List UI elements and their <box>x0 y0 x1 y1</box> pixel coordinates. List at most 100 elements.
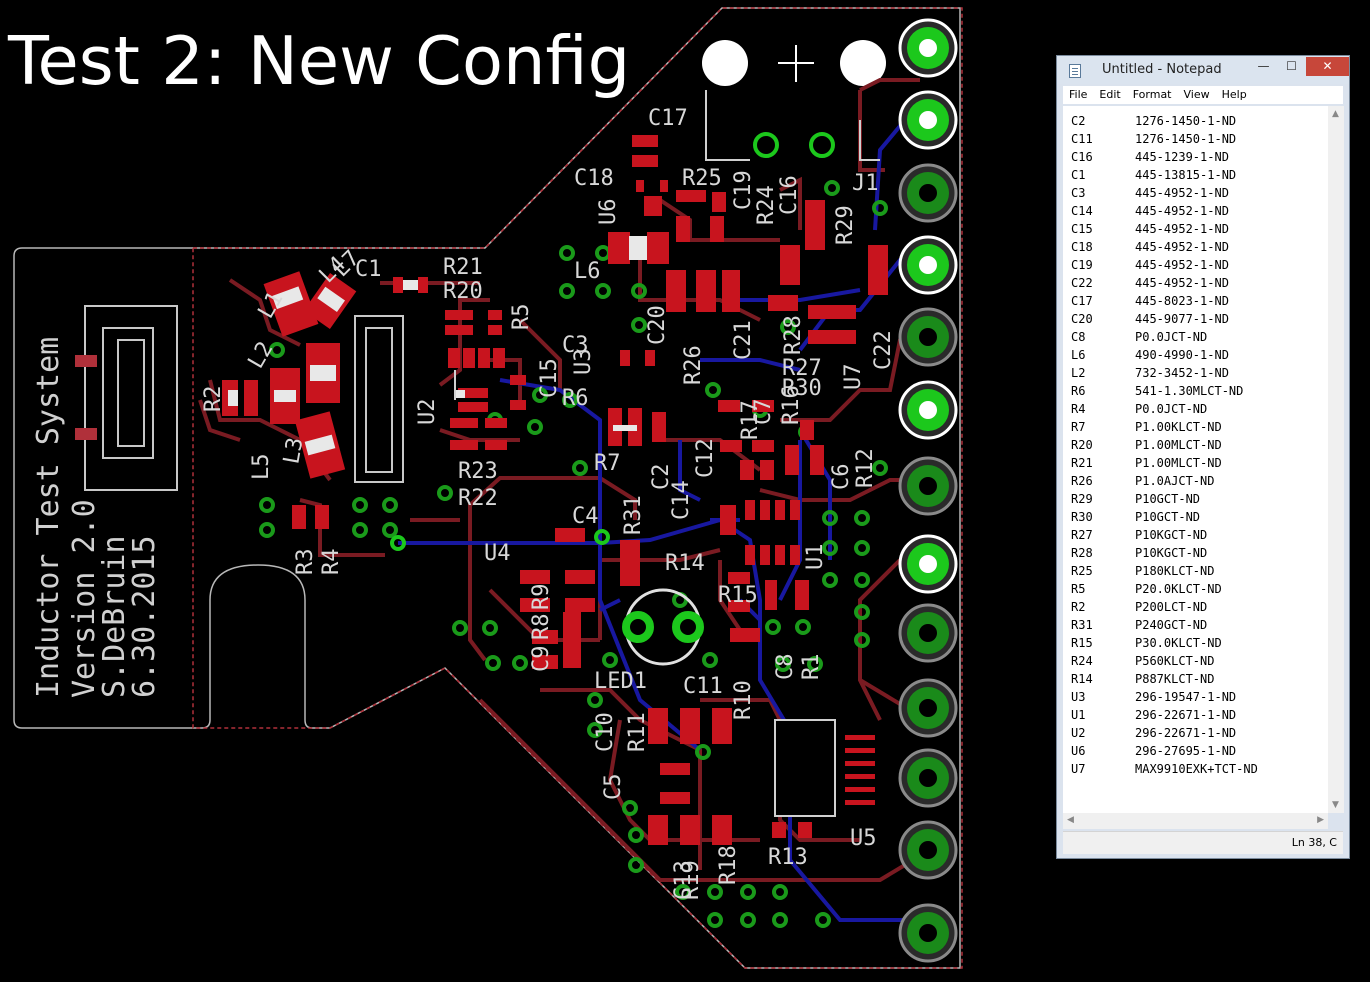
component-label: R25 <box>682 166 722 191</box>
component-label: C4 <box>572 504 599 529</box>
part-number: 445-1239-1-ND <box>1135 150 1229 164</box>
part-reference: R25 <box>1071 564 1093 578</box>
maximize-button[interactable]: ☐ <box>1286 59 1297 73</box>
component-label: C14 <box>669 480 694 520</box>
part-number: 732-3452-1-ND <box>1135 366 1229 380</box>
scroll-down-icon[interactable]: ▼ <box>1332 800 1339 810</box>
part-reference: C18 <box>1071 240 1093 254</box>
notepad-line: R7 P1.00KLCT-ND <box>1071 418 1222 436</box>
part-reference: C3 <box>1071 186 1086 200</box>
menu-file[interactable]: File <box>1069 88 1088 101</box>
component-label: C6 <box>829 464 854 491</box>
part-number: 445-4952-1-ND <box>1135 222 1229 236</box>
silkscreen-line-4: 6.30.2015 <box>127 535 162 698</box>
part-reference: R2 <box>1071 600 1086 614</box>
pcb-layout: Inductor Test System Version 2.0 S.DeBru… <box>7 7 963 969</box>
part-reference: U2 <box>1071 726 1086 740</box>
menu-format[interactable]: Format <box>1132 88 1172 101</box>
part-number: P10KGCT-ND <box>1135 528 1208 542</box>
part-number: 296-22671-1-ND <box>1135 726 1237 740</box>
component-label: R22 <box>458 486 498 511</box>
notepad-line: R2 P200LCT-ND <box>1071 598 1207 616</box>
notepad-titlebar[interactable]: Untitled - Notepad — ☐ ✕ <box>1057 56 1349 84</box>
component-label: U6 <box>596 199 621 226</box>
component-label: C16 <box>777 175 802 215</box>
part-reference: R27 <box>1071 528 1093 542</box>
menu-view[interactable]: View <box>1183 88 1210 101</box>
part-number: MAX9910EXK+TCT-ND <box>1135 762 1258 776</box>
component-label: U5 <box>850 826 877 851</box>
part-reference: C2 <box>1071 114 1086 128</box>
vertical-scrollbar[interactable]: ▲ ▼ <box>1328 106 1344 813</box>
part-reference: R14 <box>1071 672 1093 686</box>
component-label: R11 <box>625 712 650 752</box>
part-reference: R29 <box>1071 492 1093 506</box>
part-reference: C22 <box>1071 276 1093 290</box>
minimize-button[interactable]: — <box>1257 59 1270 73</box>
part-number: P200LCT-ND <box>1135 600 1208 614</box>
led-outline <box>624 588 702 666</box>
silkscreen-line-1: Inductor Test System <box>31 337 66 698</box>
component-label: C20 <box>645 305 670 345</box>
scroll-right-icon[interactable]: ▶ <box>1317 815 1324 825</box>
component-label: L3 <box>279 436 308 466</box>
scroll-left-icon[interactable]: ◀ <box>1067 815 1074 825</box>
component-label: C2 <box>649 464 674 491</box>
component-label: C12 <box>693 438 718 478</box>
part-reference: R24 <box>1071 654 1093 668</box>
component-label: C17 <box>648 106 688 131</box>
part-reference: L6 <box>1071 348 1086 362</box>
component-label: R24 <box>754 185 779 225</box>
smd-pads <box>222 135 888 845</box>
component-label: U3 <box>571 349 596 376</box>
part-reference: C11 <box>1071 132 1093 146</box>
close-button[interactable]: ✕ <box>1306 57 1349 76</box>
part-reference: U3 <box>1071 690 1086 704</box>
silkscreen-line-3: S.DeBruin <box>97 535 132 698</box>
notepad-line: R29 P10GCT-ND <box>1071 490 1200 508</box>
component-label: R12 <box>853 448 878 488</box>
menu-edit[interactable]: Edit <box>1099 88 1121 101</box>
part-number: P1.00KLCT-ND <box>1135 420 1222 434</box>
component-label: R9 <box>529 584 554 611</box>
part-reference: R7 <box>1071 420 1086 434</box>
component-label: R30 <box>782 376 822 401</box>
component-label: U1 <box>803 544 828 571</box>
notepad-window[interactable]: Untitled - Notepad — ☐ ✕ File Edit Format V… <box>1056 55 1350 859</box>
notepad-line: C2 1276-1450-1-ND <box>1071 112 1236 130</box>
component-label: R20 <box>443 279 483 304</box>
part-number: 1276-1450-1-ND <box>1135 114 1237 128</box>
notepad-title: Untitled - Notepad <box>1102 62 1222 77</box>
component-label: R13 <box>768 845 808 870</box>
component-label: R31 <box>621 495 646 535</box>
scroll-up-icon[interactable]: ▲ <box>1332 109 1339 119</box>
component-label: R14 <box>665 551 705 576</box>
status-bar: Ln 38, C <box>1063 831 1343 854</box>
component-label: C11 <box>683 674 723 699</box>
part-number: P10GCT-ND <box>1135 492 1201 506</box>
component-label: C10 <box>593 712 618 752</box>
component-label: L6 <box>574 259 601 284</box>
part-number: 445-4952-1-ND <box>1135 186 1229 200</box>
horizontal-scrollbar[interactable]: ◀ ▶ <box>1063 813 1328 829</box>
component-label: R21 <box>443 255 483 280</box>
notepad-line: C18 445-4952-1-ND <box>1071 238 1229 256</box>
part-number: 445-4952-1-ND <box>1135 240 1229 254</box>
component-label: R27 <box>782 356 822 381</box>
menu-help[interactable]: Help <box>1221 88 1247 101</box>
